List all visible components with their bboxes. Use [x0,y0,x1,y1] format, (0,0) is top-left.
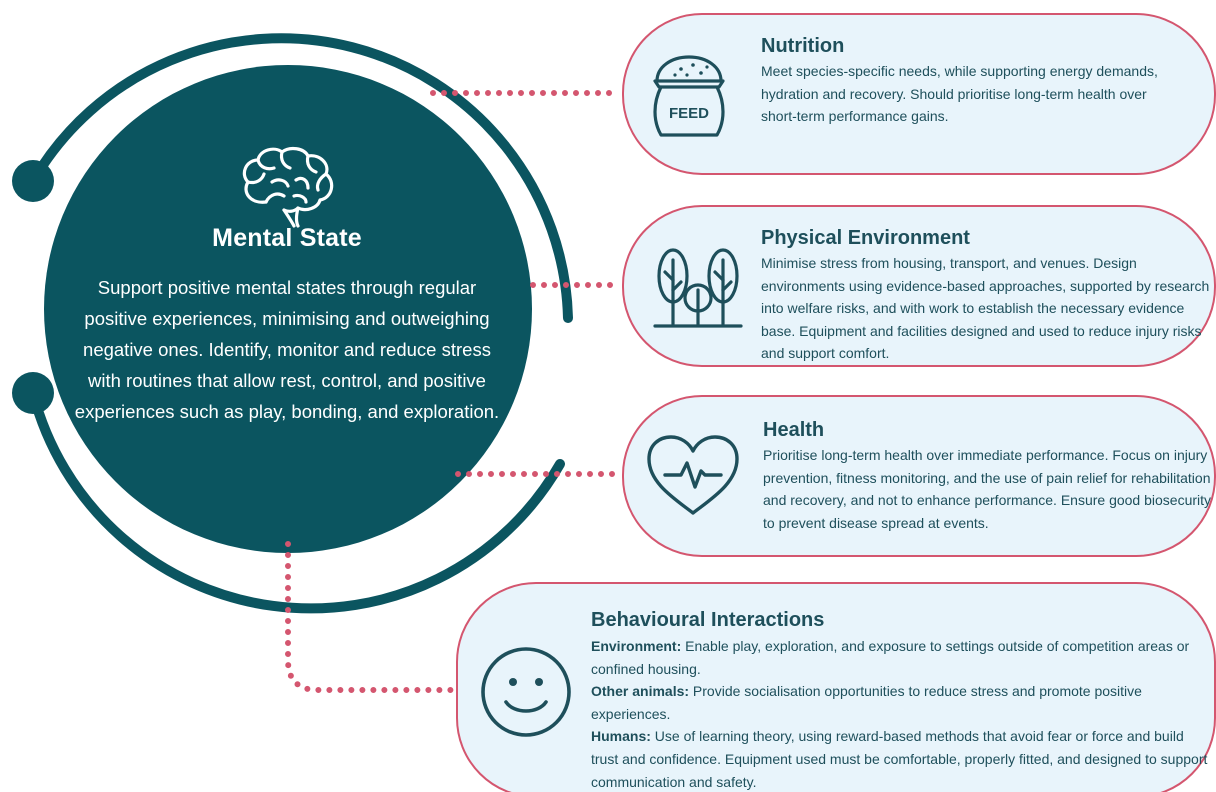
behavioural-interactions-title: Behavioural Interactions [591,609,825,631]
nutrition-card: FEED Nutrition Meet species-specific nee… [622,13,1216,175]
mental-state-title: Mental State [212,224,362,252]
behavioural-item-text: Use of learning theory, using reward-bas… [591,728,1208,790]
mental-state-circle [44,65,532,553]
behavioural-item-environment: Environment: Enable play, exploration, a… [591,635,1211,680]
mental-state-panel: Mental State Support positive mental sta… [52,140,522,500]
trees-icon [653,248,743,328]
behavioural-interactions-list: Environment: Enable play, exploration, a… [591,635,1211,792]
mental-state-description: Support positive mental states through r… [74,277,500,422]
behavioural-item-humans: Humans: Use of learning theory, using re… [591,725,1211,792]
behavioural-interactions-card: Behavioural Interactions Environment: En… [456,582,1216,792]
feed-bag-icon: FEED [653,55,725,137]
behavioural-item-label: Environment: [591,638,682,654]
behavioural-item-label: Humans: [591,728,651,745]
behavioural-item-text: Enable play, exploration, and exposure t… [591,638,1190,677]
behavioural-item-label: Other animals: [591,683,690,700]
physical-environment-text: Minimise stress from housing, transport,… [761,255,1210,362]
health-card: Health Prioritise long-term health over … [622,395,1216,557]
brain-icon [242,146,334,228]
feed-bag-label: FEED [669,105,709,122]
ring-end-dot-lower [12,372,54,414]
nutrition-text: Meet species-specific needs, while suppo… [761,63,1158,125]
health-text: Prioritise long-term health over immedia… [763,447,1212,531]
behavioural-item-other-animals: Other animals: Provide socialisation opp… [591,680,1211,725]
physical-environment-title: Physical Environment [761,227,970,249]
outer-ring-upper-arc [28,33,573,323]
behavioural-item-text: Provide socialisation opportunities to r… [591,683,1142,722]
heart-pulse-icon [647,435,739,515]
smiley-face-icon [481,647,571,737]
nutrition-title: Nutrition [761,35,845,57]
ring-end-dot-upper [12,160,54,202]
physical-environment-card: Physical Environment Minimise stress fro… [622,205,1216,367]
outer-ring-lower-arc [28,388,565,614]
connector-behavioural [285,541,455,693]
health-title: Health [763,419,825,441]
